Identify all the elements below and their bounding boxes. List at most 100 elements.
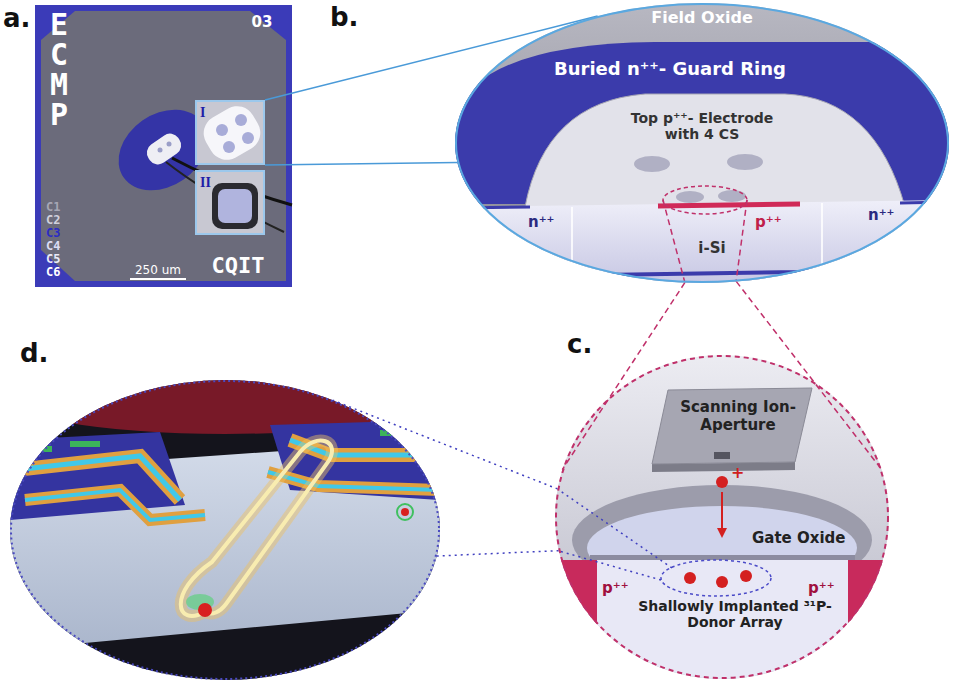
chip-label-slot: ECMP <box>44 10 74 130</box>
doping-label: n⁺⁺ <box>528 213 555 231</box>
panel-a: a.III <box>35 5 292 287</box>
chip-number: 03 <box>252 13 273 31</box>
device-cross-section-part <box>455 255 955 275</box>
qubit-device-part <box>268 472 440 490</box>
chip-micrograph <box>35 5 292 287</box>
implant-view-part <box>684 572 696 584</box>
chip-micrograph-part <box>35 5 292 287</box>
scale-bar-label-slot: 250 um <box>135 259 181 278</box>
doping-label: n⁺⁺ <box>868 206 895 224</box>
implant-view-part <box>558 489 673 580</box>
device-cross-section-part <box>676 191 704 203</box>
material-label: i-Si <box>698 239 725 257</box>
chip-label: CQIT <box>212 253 265 278</box>
chip-number-slot: 03 <box>252 12 273 31</box>
implant-view-part <box>555 560 597 682</box>
chip-micrograph-part <box>158 148 163 153</box>
chip-marker: C1 <box>46 200 60 214</box>
panel-letter: I <box>200 105 205 121</box>
region-label-slot: Buried n⁺⁺- Guard Ring <box>554 58 786 79</box>
inset-view-part <box>212 183 258 229</box>
device-cross-section-part <box>821 203 823 286</box>
inset-view-part <box>223 141 235 153</box>
device-cross-section-part <box>455 0 955 290</box>
chip-micrograph-part <box>167 142 172 147</box>
device-cross-section-part <box>900 202 955 203</box>
implant-view-part <box>661 560 771 596</box>
chip-marker-slot: C4 <box>46 235 60 254</box>
device-cross-section-part <box>718 190 746 202</box>
zoom-line <box>265 16 598 165</box>
panel-letter: b. <box>330 2 359 32</box>
qubit-device <box>0 350 455 680</box>
implant-view-part <box>590 555 855 560</box>
implant-view-part <box>555 560 895 682</box>
doping-label-slot: n⁺⁺ <box>868 205 895 224</box>
device-cross-section-part <box>455 200 955 290</box>
implant-view-part <box>721 492 723 530</box>
qubit-device-part <box>181 441 332 616</box>
doping-label-slot: n⁺⁺ <box>528 212 555 231</box>
qubit-device-part <box>25 490 205 520</box>
device-cross-section-part <box>571 207 573 286</box>
device-cross-section-part <box>663 186 747 214</box>
panel-outline <box>456 4 948 282</box>
doping-label: p⁺⁺ <box>755 213 782 231</box>
part-label: Scanning Ion-Aperture <box>668 398 808 434</box>
panel-outline <box>556 356 888 678</box>
doping-label-slot: p⁺⁺ <box>755 212 782 231</box>
panel-outline <box>10 380 440 680</box>
qubit-device-part <box>198 603 212 617</box>
device-cross-section-part <box>663 200 747 283</box>
region-label: Buried n⁺⁺- Guard Ring <box>554 58 786 79</box>
panel-letter: c. <box>567 329 592 359</box>
chip-marker: C3 <box>46 226 60 240</box>
panel-letter: II <box>200 175 211 191</box>
qubit-device-part <box>25 490 205 520</box>
inset-view-part <box>235 114 247 126</box>
chip-marker: C5 <box>46 252 60 266</box>
inset-view-part <box>195 170 265 235</box>
chip-marker-slot: C2 <box>46 209 60 228</box>
part-label-slot: Gate Oxide <box>752 528 845 547</box>
qubit-device-part <box>10 432 185 520</box>
doping-label-slot: p⁺⁺ <box>602 578 629 597</box>
chip-marker: C4 <box>46 239 60 253</box>
implant-view-part <box>652 388 812 464</box>
inset-view-part <box>197 100 267 167</box>
chip-marker: C6 <box>46 265 60 279</box>
chip-micrograph-part <box>38 8 289 284</box>
implant-view-part <box>717 528 727 538</box>
charge-sign-slot: + <box>731 463 744 482</box>
device-cross-section-part <box>727 154 763 170</box>
chip-micrograph-part <box>130 278 186 280</box>
implant-view-part <box>740 570 752 582</box>
region-label: Field Oxide <box>651 8 752 27</box>
charge-sign: + <box>731 463 744 482</box>
region-label-slot: Field Oxide <box>651 8 752 27</box>
inset-view-part <box>218 189 252 223</box>
qubit-device-part <box>181 441 332 616</box>
chip-marker-slot: C6 <box>46 261 60 280</box>
device-cross-section <box>455 0 955 290</box>
chip-marker-slot: C5 <box>46 248 60 267</box>
device-cross-section-part <box>455 207 530 208</box>
device-cross-section-part <box>634 156 670 172</box>
scale-bar-label: 250 um <box>135 263 181 277</box>
qubit-device-part <box>70 441 100 447</box>
panel-letter: d. <box>20 338 49 368</box>
implant-view-part <box>716 576 728 588</box>
device-cross-section-part <box>525 94 905 207</box>
implant-view-part <box>848 560 893 682</box>
device-cross-section-part <box>658 204 800 206</box>
doping-label: p⁺⁺ <box>602 579 629 597</box>
material-label-slot: i-Si <box>698 238 725 257</box>
part-label: Shallowly Implanted ³¹P-Donor Array <box>630 598 840 630</box>
chip-marker: C2 <box>46 213 60 227</box>
zoom-line <box>562 282 881 470</box>
part-label-slot: Scanning Ion-Aperture <box>668 398 808 434</box>
doping-label-slot: p⁺⁺ <box>808 578 835 597</box>
inset-view-part <box>216 124 228 136</box>
